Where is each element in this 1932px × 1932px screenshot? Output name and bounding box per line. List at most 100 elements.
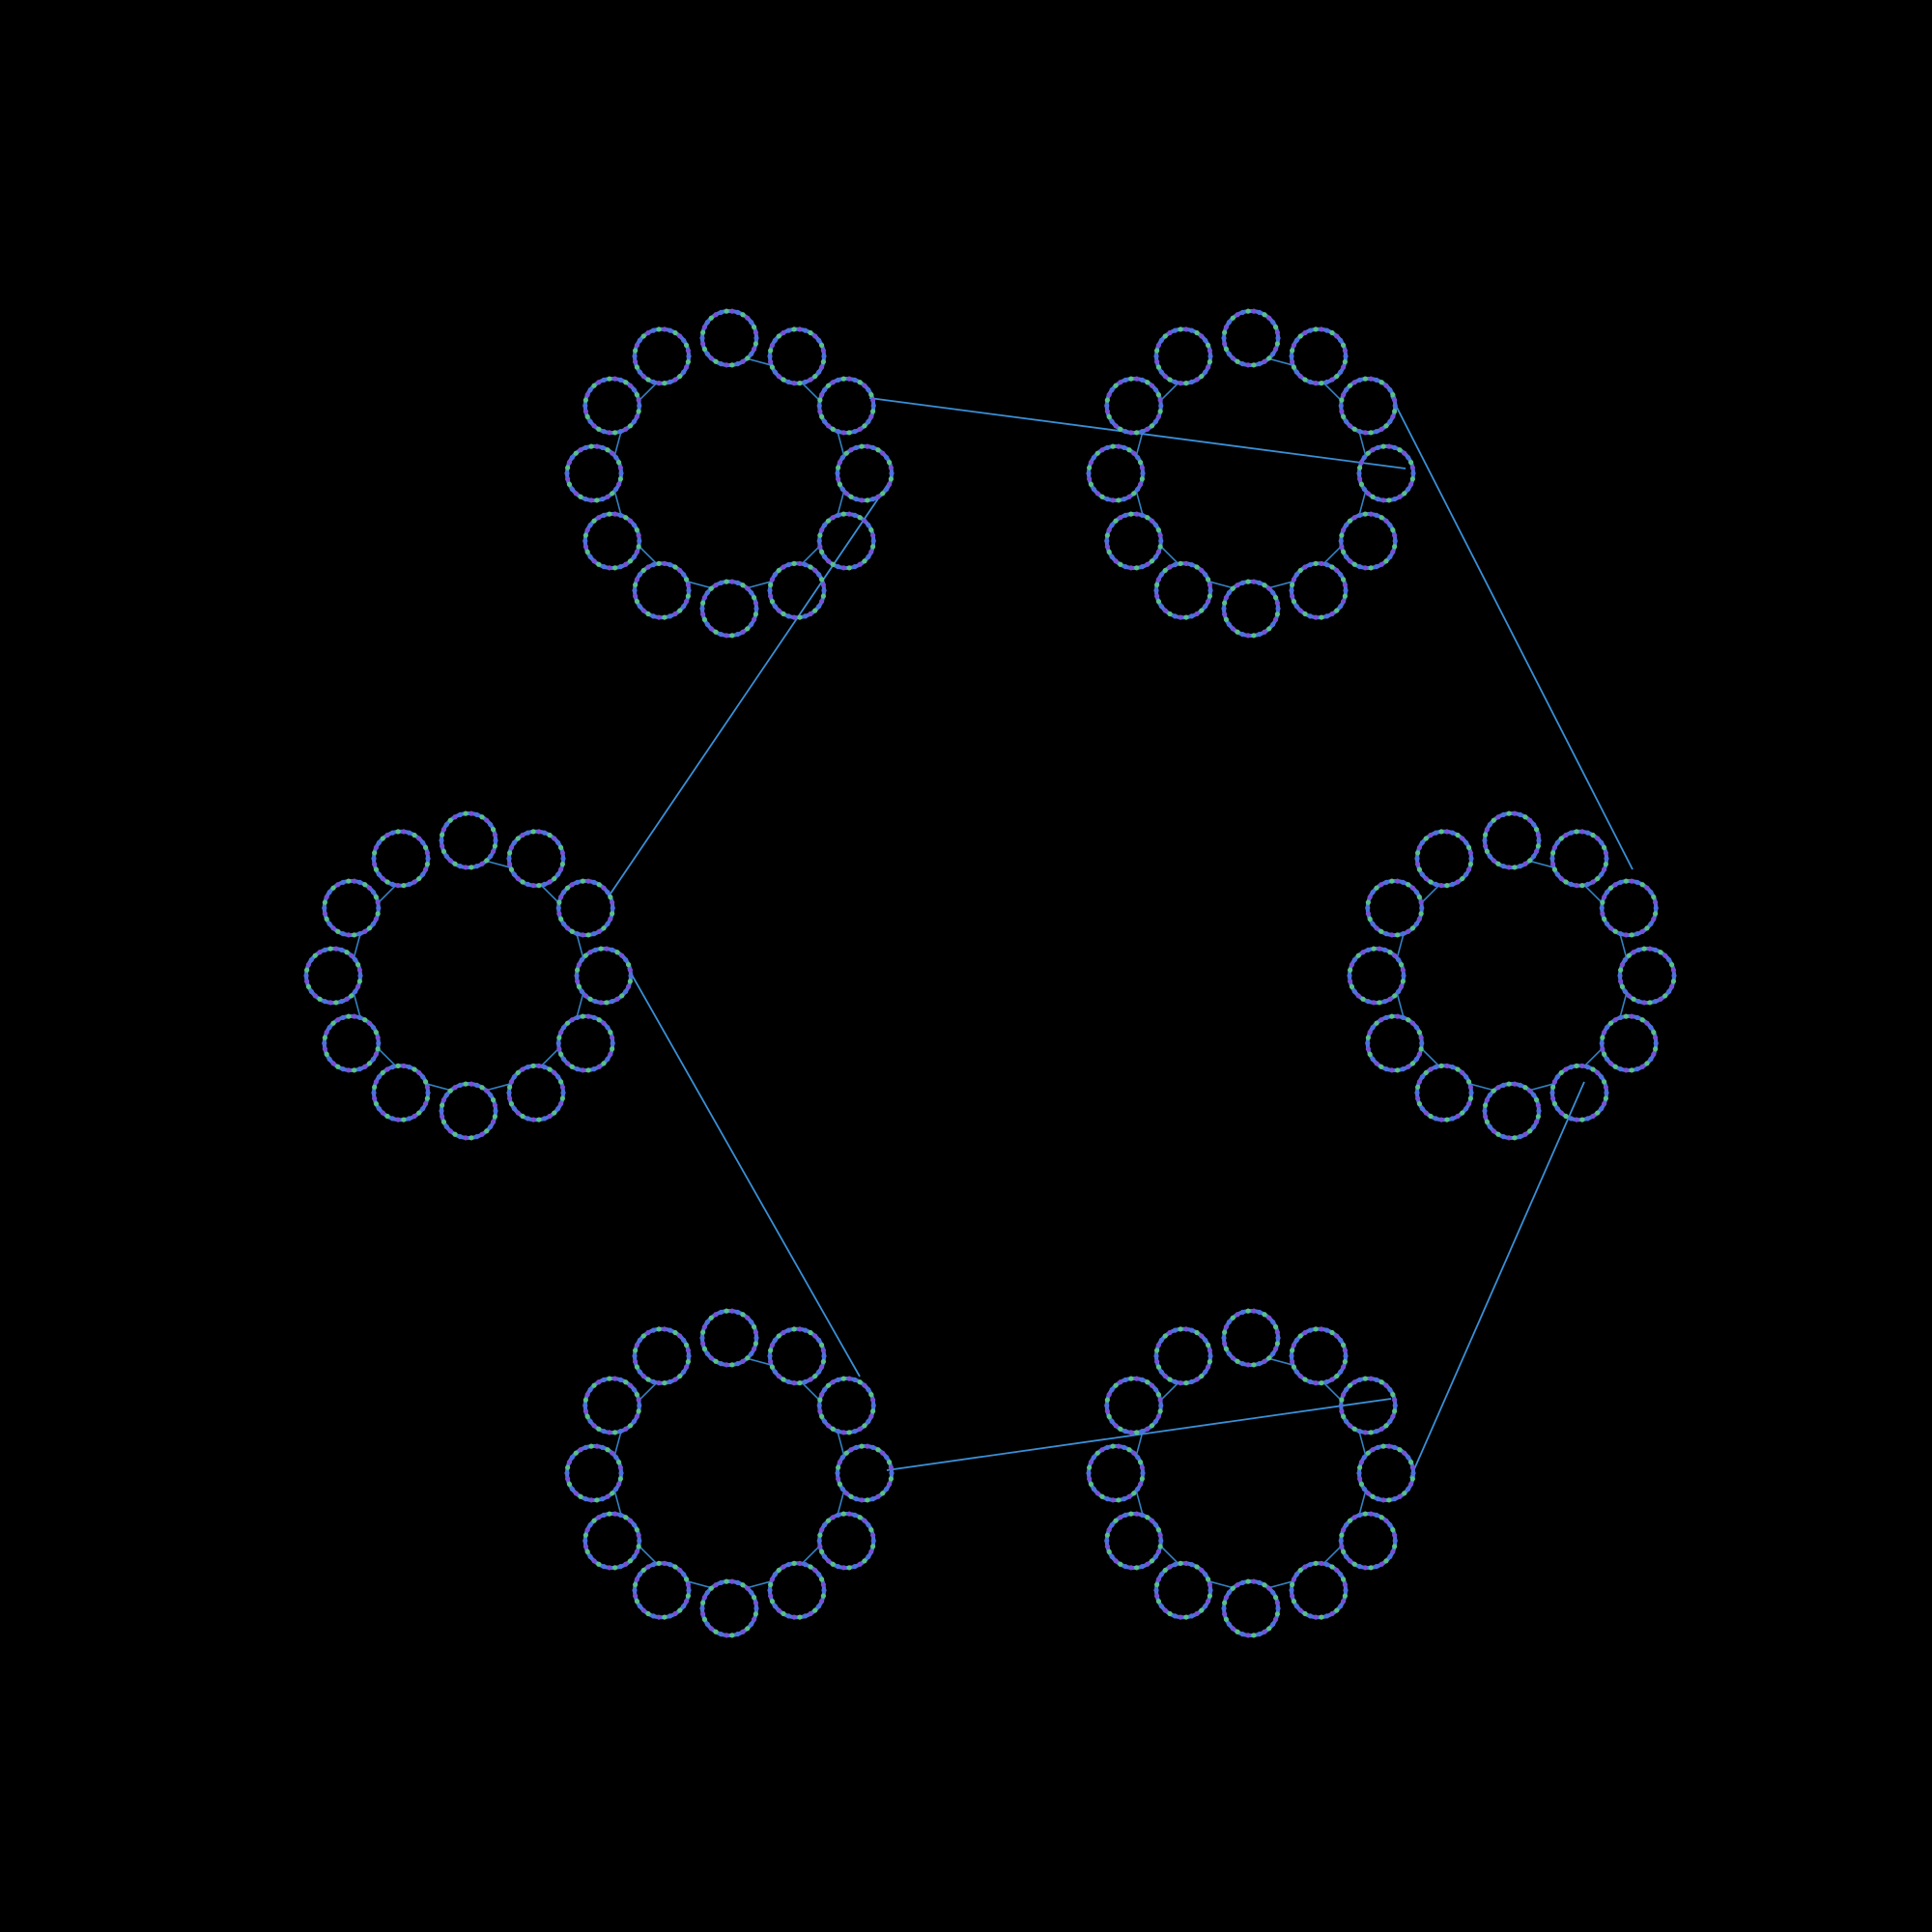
bead [628,973,634,979]
bead [708,1626,714,1632]
bead [340,1066,346,1072]
bead [1339,1408,1345,1414]
bead [607,376,612,382]
bead [1644,1061,1650,1066]
bead [1617,973,1623,979]
bead [1257,361,1263,367]
bead [846,1376,852,1381]
bead [1338,369,1344,375]
bead [1155,1342,1162,1348]
bead [601,429,607,435]
bead [327,1000,333,1006]
bead [484,1128,490,1134]
bead [1647,1000,1653,1006]
bead [412,1113,417,1120]
inter-cluster-link [627,967,861,1378]
bead [536,1117,542,1122]
bead [637,604,642,610]
bead [1324,379,1330,384]
bead [865,443,870,449]
intra-cluster-link [1135,491,1144,516]
bead [1297,608,1303,613]
bead [573,1491,579,1496]
bead [704,1319,710,1325]
bead [1149,558,1155,564]
bead [375,899,381,905]
bead [1670,967,1676,973]
ring-node [439,810,498,870]
bead [569,1486,575,1492]
bead [582,1538,588,1544]
bead [1351,515,1357,521]
bead [605,1493,611,1499]
bead [1293,572,1299,578]
bead [1416,1101,1423,1107]
bead [1338,1572,1344,1577]
bead [580,878,585,884]
bead [640,1567,646,1574]
bead [525,1065,530,1070]
bead [1533,848,1540,854]
bead [607,1376,612,1381]
bead [1374,1377,1379,1382]
bead [751,1595,757,1601]
bead [866,522,871,528]
bead [1347,423,1353,429]
bead [1378,1017,1384,1023]
bead [1568,830,1574,836]
bead [1189,613,1195,619]
bead [569,454,575,461]
bead [1512,1135,1518,1141]
bead [1162,373,1168,380]
bead [1183,327,1189,332]
bead [1590,1066,1596,1072]
bead [656,1560,662,1566]
bead [1356,377,1363,383]
bead [1357,1464,1363,1470]
bead [607,511,612,517]
bead [803,613,809,619]
bead [1270,1350,1276,1357]
bead [356,931,363,937]
bead [640,1607,646,1613]
bead [1362,1511,1368,1517]
bead [340,1014,346,1020]
bead [488,821,494,828]
bead [627,1558,634,1564]
ring-node [1347,946,1406,1006]
bead [1362,511,1368,517]
bead [617,1564,624,1570]
bead [1275,1335,1281,1341]
bead [1235,358,1240,364]
bead [745,1355,751,1361]
bead [1365,1491,1371,1496]
bead [1158,572,1164,578]
intra-cluster-link [377,1047,397,1067]
bead [1396,956,1402,963]
bead [830,1426,836,1432]
bead [1139,377,1146,383]
bead [582,544,588,550]
bead [447,858,453,864]
bead [1484,1097,1491,1103]
bead [1551,1101,1558,1107]
bead [1272,1595,1279,1601]
bead [1239,632,1245,638]
bead [1340,364,1347,370]
bead [312,952,318,958]
bead [1518,864,1523,869]
bead [1357,1476,1363,1482]
bead [1189,1613,1195,1619]
bead [846,376,852,382]
bead [1222,1341,1228,1347]
bead [1158,1337,1164,1343]
bead [1599,839,1605,845]
bead [612,376,618,382]
bead [1155,342,1162,348]
bead [1297,373,1303,380]
bead [1390,1392,1396,1398]
bead [1122,429,1128,435]
bead [1629,932,1634,938]
bead [515,875,521,882]
intra-cluster-link [801,545,821,565]
